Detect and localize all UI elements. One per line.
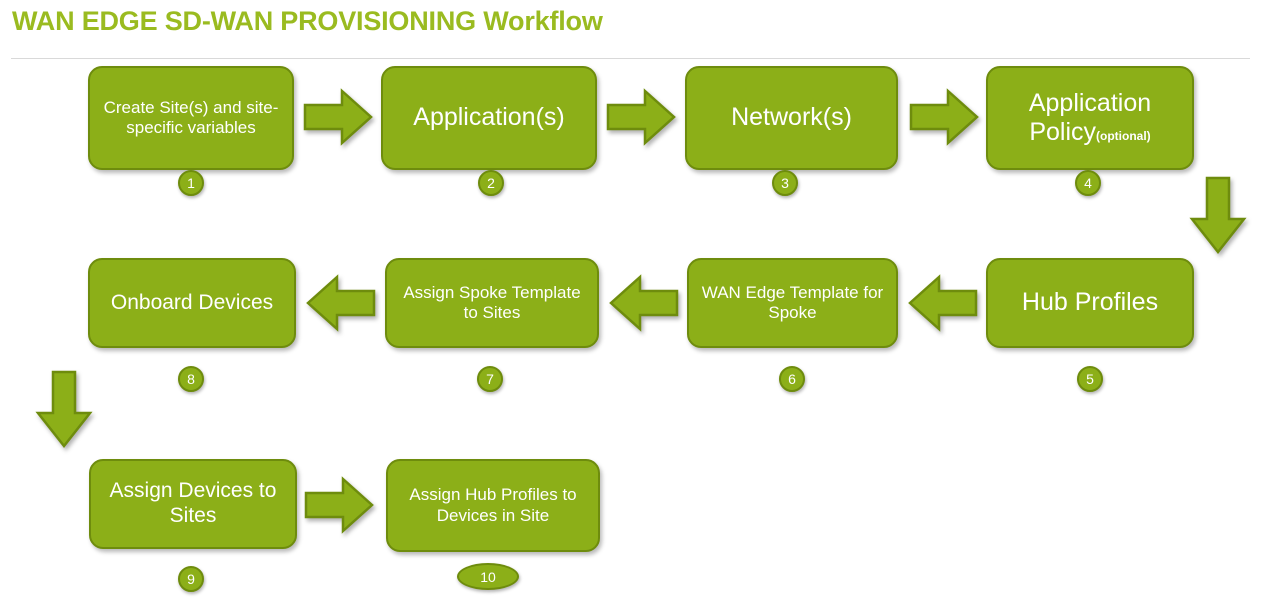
step-badge-9-number: 9 bbox=[187, 571, 195, 587]
step-node-1-label: Create Site(s) and site-specific variabl… bbox=[103, 97, 279, 137]
arrow-8-to-9-icon bbox=[34, 370, 94, 450]
arrow-7-to-8-icon bbox=[306, 274, 376, 332]
step-badge-7-number: 7 bbox=[486, 371, 494, 387]
arrow-9-to-10-icon bbox=[304, 476, 374, 534]
step-badge-8-number: 8 bbox=[187, 371, 195, 387]
step-node-9[interactable]: Assign Devices to Sites bbox=[89, 459, 297, 549]
arrow-5-to-6-icon bbox=[908, 274, 978, 332]
arrow-3-to-4-icon bbox=[909, 88, 979, 146]
step-badge-4: 4 bbox=[1075, 170, 1101, 196]
step-node-3[interactable]: Network(s) bbox=[685, 66, 898, 170]
step-badge-2-number: 2 bbox=[487, 175, 495, 191]
step-node-5[interactable]: Hub Profiles bbox=[986, 258, 1194, 348]
step-node-2[interactable]: Application(s) bbox=[381, 66, 597, 170]
step-badge-7: 7 bbox=[477, 366, 503, 392]
step-badge-5-number: 5 bbox=[1086, 371, 1094, 387]
step-node-6-label: WAN Edge Template for Spoke bbox=[701, 282, 884, 322]
step-node-6[interactable]: WAN Edge Template for Spoke bbox=[687, 258, 898, 348]
step-node-7[interactable]: Assign Spoke Template to Sites bbox=[385, 258, 599, 348]
title-divider bbox=[11, 58, 1250, 59]
step-badge-4-number: 4 bbox=[1084, 175, 1092, 191]
step-badge-8: 8 bbox=[178, 366, 204, 392]
step-badge-9: 9 bbox=[178, 566, 204, 592]
step-badge-1-number: 1 bbox=[187, 175, 195, 191]
step-badge-6-number: 6 bbox=[788, 371, 796, 387]
step-node-7-label: Assign Spoke Template to Sites bbox=[403, 282, 581, 322]
step-node-4-title: Application Policy bbox=[1028, 88, 1152, 147]
step-badge-3: 3 bbox=[772, 170, 798, 196]
arrow-2-to-3-icon bbox=[606, 88, 676, 146]
arrow-6-to-7-icon bbox=[609, 274, 679, 332]
step-node-10-label: Assign Hub Profiles to Devices in Site bbox=[409, 485, 577, 525]
step-node-1[interactable]: Create Site(s) and site-specific variabl… bbox=[88, 66, 294, 170]
step-badge-1: 1 bbox=[178, 170, 204, 196]
step-badge-3-number: 3 bbox=[781, 175, 789, 191]
step-node-5-label: Hub Profiles bbox=[1021, 288, 1159, 317]
step-badge-10: 10 bbox=[457, 563, 519, 590]
step-node-4-label: Application Policy(optional) bbox=[996, 89, 1184, 148]
step-badge-6: 6 bbox=[779, 366, 805, 392]
step-node-10[interactable]: Assign Hub Profiles to Devices in Site bbox=[386, 459, 600, 552]
step-node-4[interactable]: Application Policy(optional) bbox=[986, 66, 1194, 170]
step-node-2-label: Application(s) bbox=[413, 103, 565, 132]
step-node-3-label: Network(s) bbox=[731, 103, 852, 132]
page-title: WAN EDGE SD-WAN PROVISIONING Workflow bbox=[12, 6, 603, 36]
step-node-9-label: Assign Devices to Sites bbox=[109, 479, 277, 527]
arrow-4-to-5-icon bbox=[1188, 176, 1248, 256]
arrow-1-to-2-icon bbox=[303, 88, 373, 146]
step-badge-2: 2 bbox=[478, 170, 504, 196]
step-badge-10-number: 10 bbox=[480, 568, 496, 585]
step-badge-5: 5 bbox=[1077, 366, 1103, 392]
step-node-8-label: Onboard Devices bbox=[110, 290, 274, 314]
step-node-8[interactable]: Onboard Devices bbox=[88, 258, 296, 348]
step-node-4-optional-tag: (optional) bbox=[1096, 129, 1151, 143]
